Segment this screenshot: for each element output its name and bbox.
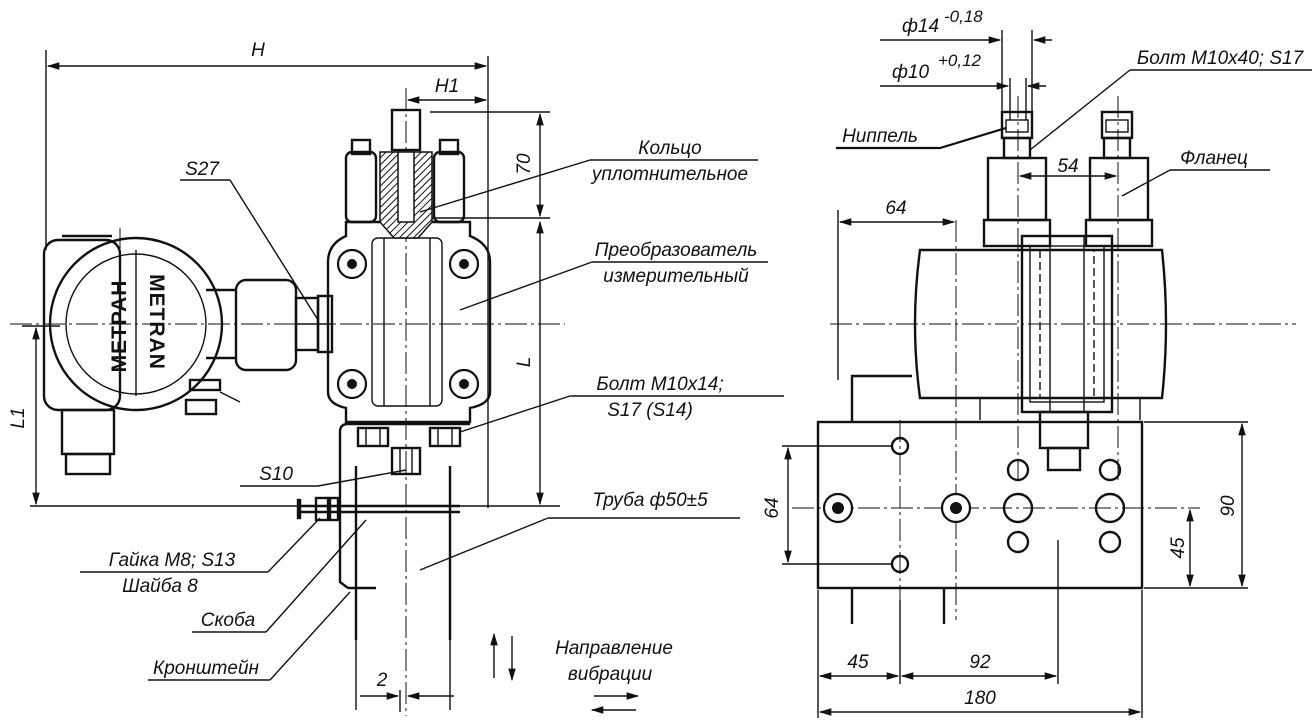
dim-64-side: 64	[762, 497, 783, 518]
label-nipple: Ниппель	[842, 126, 918, 147]
flange-left	[986, 156, 1048, 222]
label-vibration-2: вибрации	[568, 664, 653, 685]
label-vibration-1: Направление	[555, 638, 673, 659]
dim-45-bottom: 45	[847, 652, 869, 673]
flange-right	[1088, 156, 1150, 222]
dim-64-top: 64	[885, 198, 906, 219]
label-ring-1: Кольцо	[638, 138, 702, 159]
logo-lower: МЕТРАН	[108, 280, 131, 373]
dim-2: 2	[376, 670, 388, 691]
label-S10: S10	[259, 464, 293, 485]
dim-90: 90	[1218, 495, 1239, 517]
sensor-housing: METRAN МЕТРАН	[42, 234, 241, 476]
transmitter-side	[913, 234, 1168, 472]
logo-upper: METRAN	[145, 274, 168, 370]
dim-L1: L1	[8, 407, 29, 428]
label-washer: Шайба 8	[122, 576, 198, 597]
dim-phi10: ф10	[892, 62, 929, 83]
pipe	[354, 466, 452, 710]
label-pipe: Труба ф50±5	[592, 490, 708, 511]
mounting-bracket	[296, 422, 470, 590]
flange-section	[344, 108, 466, 239]
dim-H1: H1	[435, 76, 459, 97]
connection-neck	[234, 278, 334, 372]
nipple-right	[1100, 110, 1134, 160]
dim-L: L	[514, 357, 535, 368]
label-bolt-m10x40: Болт М10х40; S17	[1137, 48, 1305, 69]
label-flange: Фланец	[1180, 148, 1248, 169]
label-bolt-1: Болт М10х14;	[596, 374, 723, 395]
mounting-plate	[816, 420, 1144, 590]
label-transducer-2: измерительный	[603, 266, 749, 287]
dim-54: 54	[1057, 156, 1078, 177]
label-nut: Гайка М8; S13	[109, 550, 236, 571]
label-clamp: Скоба	[201, 610, 256, 631]
dim-180: 180	[964, 688, 996, 709]
right-view: ф14 -0,18 ф10 +0,12 Болт М10х40; S17 Нип…	[762, 7, 1312, 718]
transmitter-body	[326, 220, 492, 448]
label-ring-2: уплотнительное	[590, 164, 748, 185]
dim-phi14-tol: -0,18	[944, 7, 983, 26]
label-bolt-2: S17 (S14)	[607, 400, 693, 421]
dim-H: H	[251, 40, 265, 61]
dim-92: 92	[969, 652, 991, 673]
label-transducer-1: Преобразователь	[595, 240, 758, 261]
dim-70: 70	[514, 153, 535, 175]
left-view: H H1 70 L L1 METRAN МЕТРАН	[8, 40, 784, 716]
dim-phi10-tol: +0,12	[938, 51, 982, 70]
dim-phi14: ф14	[902, 16, 939, 37]
dim-45-side: 45	[1168, 537, 1189, 559]
nipple-left	[1000, 110, 1034, 160]
label-S27: S27	[185, 159, 220, 180]
label-bracket: Кронштейн	[153, 658, 260, 679]
